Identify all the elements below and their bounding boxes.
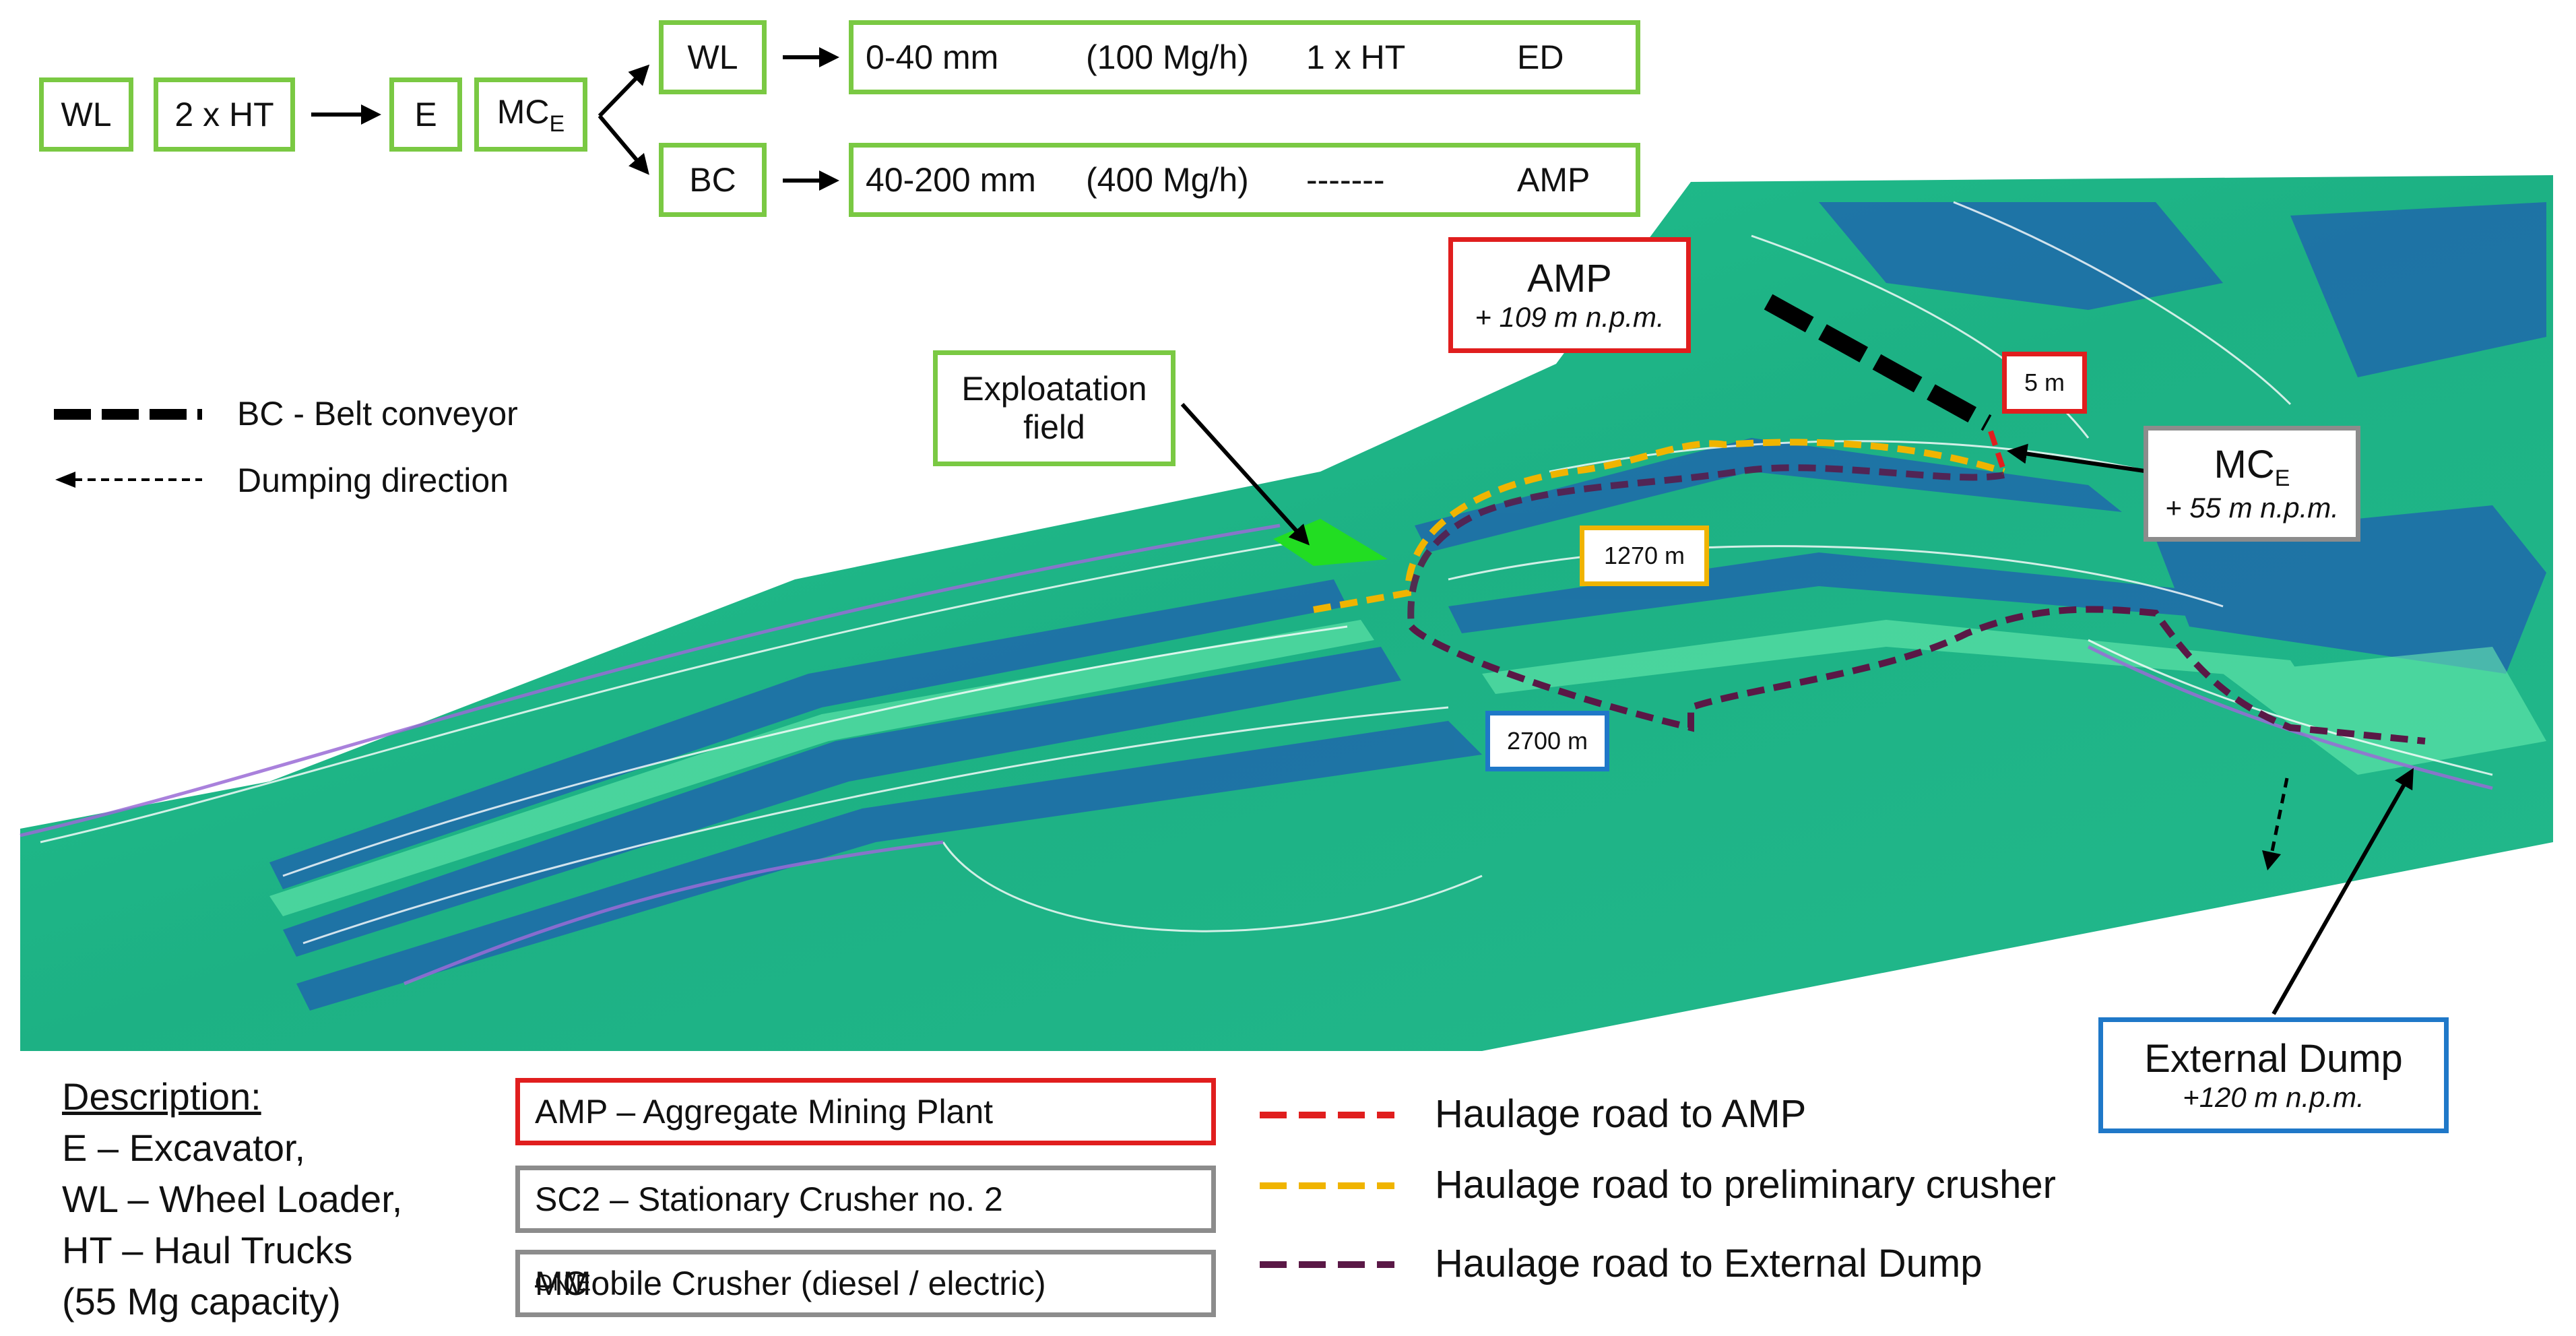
flow-mc-label: MCE bbox=[496, 92, 565, 137]
row-bottom-throughput: (400 Mg/h) bbox=[1086, 161, 1249, 199]
flow-branch-bc-box: BC bbox=[659, 143, 767, 217]
key-amp-label: AMP – Aggregate Mining Plant bbox=[535, 1093, 994, 1131]
row-top-destination: ED bbox=[1517, 38, 1564, 76]
description-heading: Description: bbox=[62, 1075, 261, 1118]
callout-dump-arrow bbox=[2272, 767, 2414, 1015]
flow-mc-box: MCE bbox=[474, 77, 587, 152]
key-sc2-label: SC2 – Stationary Crusher no. 2 bbox=[535, 1180, 1003, 1218]
mce-callout: MCE + 55 m n.p.m. bbox=[2144, 426, 2360, 542]
flow-row-bottom: 40-200 mm (400 Mg/h) ------- AMP bbox=[849, 143, 1640, 217]
dump-elevation: +120 m n.p.m. bbox=[2183, 1081, 2364, 1114]
road-to-amp bbox=[1988, 430, 2007, 473]
callout-field-arrow bbox=[1180, 402, 1310, 546]
arrow-mc-to-wl bbox=[598, 64, 650, 118]
five-m-label: 5 m bbox=[2024, 369, 2065, 396]
legend-road-prelim-label: Haulage road to preliminary crusher bbox=[1435, 1163, 2056, 1207]
distance-1270-callout: 1270 m bbox=[1580, 526, 1709, 586]
amp-elevation: + 109 m n.p.m. bbox=[1475, 301, 1665, 333]
five-m-callout: 5 m bbox=[2002, 352, 2087, 414]
mce-elevation: + 55 m n.p.m. bbox=[2165, 492, 2339, 524]
road-to-dump bbox=[1409, 606, 2426, 744]
amp-callout: AMP + 109 m n.p.m. bbox=[1448, 237, 1691, 353]
description-line: E – Excavator, bbox=[62, 1126, 306, 1169]
row-bottom-destination: AMP bbox=[1517, 161, 1590, 199]
flow-row-top: 0-40 mm (100 Mg/h) 1 x HT ED bbox=[849, 20, 1640, 94]
flow-wl-label: WL bbox=[61, 96, 112, 133]
key-amp-box: AMP – Aggregate Mining Plant bbox=[515, 1078, 1216, 1145]
exploitation-field-callout: Exploatation field bbox=[933, 350, 1176, 466]
flow-wl-box: WL bbox=[39, 77, 133, 152]
flow-branch-wl-box: WL bbox=[659, 20, 767, 94]
flow-e-box: E bbox=[389, 77, 462, 152]
dumping-direction-arrow bbox=[2262, 777, 2289, 870]
row-top-trucks: 1 x HT bbox=[1306, 38, 1406, 76]
legend-road-dump-label: Haulage road to External Dump bbox=[1435, 1242, 1983, 1285]
legend-dumping-label: Dumping direction bbox=[237, 462, 509, 499]
row-bottom-fraction: 40-200 mm bbox=[866, 161, 1036, 199]
key-sc2-box: SC2 – Stationary Crusher no. 2 bbox=[515, 1166, 1216, 1233]
flow-ht-label: 2 x HT bbox=[174, 96, 274, 133]
legend-belt-label: BC - Belt conveyor bbox=[237, 395, 518, 433]
dump-title: External Dump bbox=[2144, 1036, 2403, 1081]
legend-road-amp-label: Haulage road to AMP bbox=[1435, 1092, 1807, 1136]
description-line: HT – Haul Trucks bbox=[62, 1229, 353, 1271]
flow-branch-bc-label: BC bbox=[689, 161, 736, 199]
amp-title: AMP bbox=[1527, 256, 1612, 300]
arrow-mc-to-bc bbox=[598, 115, 649, 175]
flow-e-label: E bbox=[414, 96, 437, 133]
pit-benches-light bbox=[269, 620, 2546, 916]
description-line: (55 Mg capacity) bbox=[62, 1280, 341, 1323]
description-block: Description: E – Excavator, WL – Wheel L… bbox=[62, 1071, 402, 1327]
road-to-prelim bbox=[1313, 439, 2005, 613]
road-to-dump-upper bbox=[1407, 464, 2005, 627]
belt-conveyor-line bbox=[1764, 294, 1992, 431]
flow-branch-wl-label: WL bbox=[687, 38, 738, 76]
flow-ht-box: 2 x HT bbox=[154, 77, 295, 152]
row-top-fraction: 0-40 mm bbox=[866, 38, 999, 76]
legend-dumping-sample bbox=[55, 472, 202, 488]
mce-title: MCE bbox=[2214, 443, 2290, 492]
distance-2700-label: 2700 m bbox=[1506, 727, 1588, 755]
distance-1270-label: 1270 m bbox=[1603, 542, 1685, 569]
callout-mce-arrow bbox=[2007, 443, 2150, 474]
field-line1: Exploatation bbox=[961, 369, 1147, 408]
row-top-throughput: (100 Mg/h) bbox=[1086, 38, 1249, 76]
description-line: WL – Wheel Loader, bbox=[62, 1178, 403, 1220]
row-bottom-trucks: ------- bbox=[1306, 161, 1385, 199]
field-line2: field bbox=[1023, 408, 1085, 446]
pit-benches bbox=[269, 202, 2546, 1011]
external-dump-callout: External Dump +120 m n.p.m. bbox=[2098, 1017, 2449, 1133]
distance-2700-callout: 2700 m bbox=[1485, 711, 1609, 771]
